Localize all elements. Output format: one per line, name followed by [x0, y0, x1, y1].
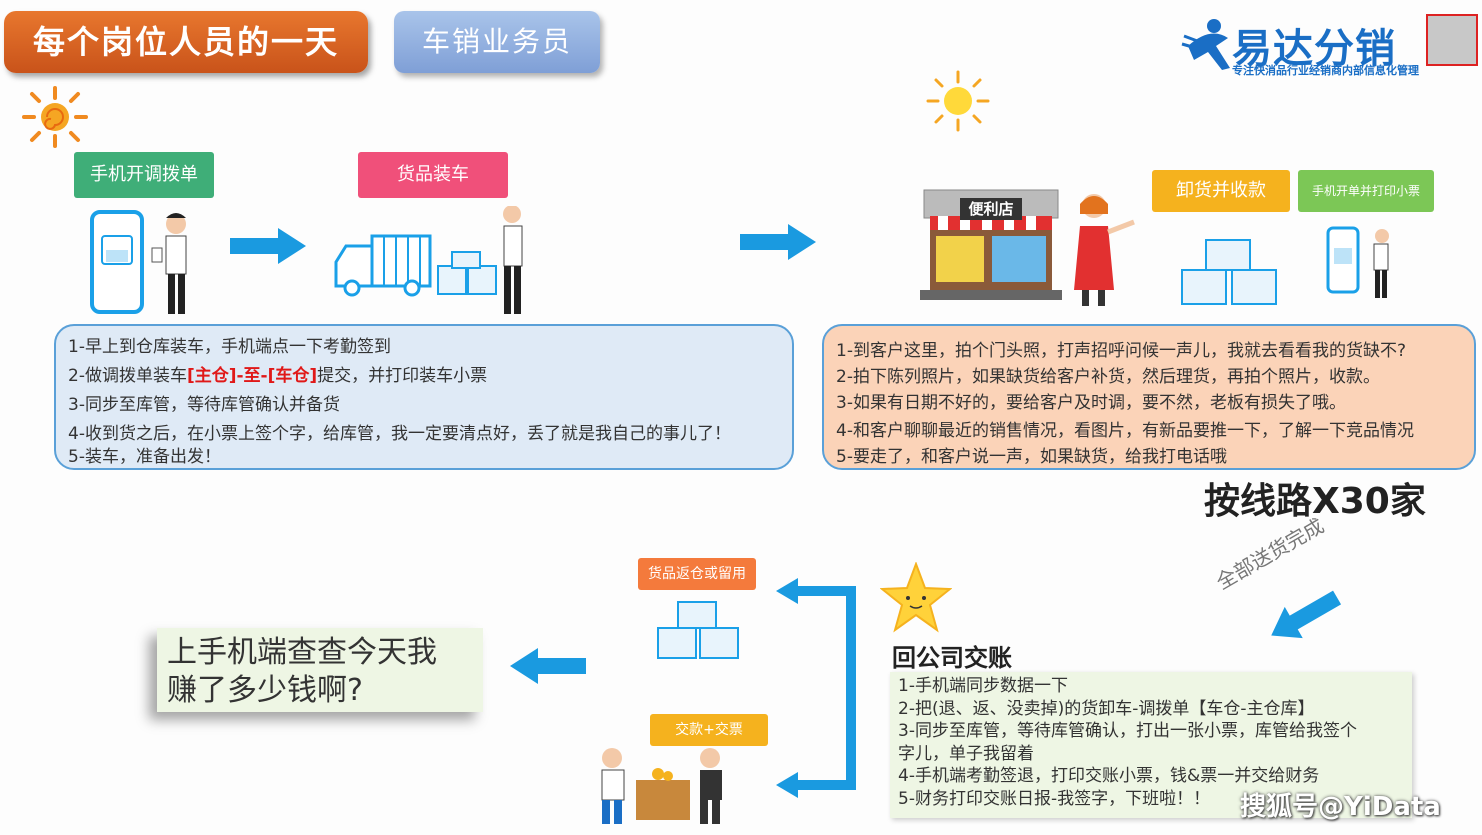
sun-icon [22, 86, 88, 148]
star-icon [880, 562, 952, 633]
chip-unload-collect: 卸货并收款 [1152, 170, 1290, 212]
morning-step-5: 5-装车，准备出发！ [68, 447, 221, 467]
role-tab[interactable]: 车销业务员 [394, 11, 600, 73]
payment-desk-illustration [601, 748, 722, 824]
visit-step-1: 1-到客户这里，拍个门头照，打声招呼问候一声儿，我就去看看我的货缺不? [836, 341, 1406, 361]
earnings-line-1: 上手机端查查今天我 [167, 635, 437, 670]
morning-steps-panel: 1-早上到仓库装车，手机端点一下考勤签到 2-做调拨单装车[主仓]-至-[车仓]… [54, 324, 794, 470]
truck-illustration [334, 206, 523, 314]
morning-step-3: 3-同步至库管，等待库管确认并备货 [68, 395, 340, 415]
settle-step-2: 2-把(退、返、没卖掉)的货卸车-调拨单【车仓-主仓库】 [898, 698, 1315, 719]
morning-step-4: 4-收到货之后，在小票上签个字，给库管，我一定要清点好，丢了就是我自己的事儿了！ [68, 424, 731, 444]
morning-step-1: 1-早上到仓库装车，手机端点一下考勤签到 [68, 337, 391, 357]
page-title: 每个岗位人员的一天 [4, 11, 368, 73]
boxes-illustration [657, 601, 739, 659]
store-sign: 便利店 [960, 198, 1022, 220]
settle-step-5: 5-财务打印交账日报-我签字，下班啦！！ [898, 788, 1211, 809]
visit-step-3: 3-如果有日期不好的，要给客户及时调，要不然，老板有损失了哦。 [836, 393, 1346, 413]
settle-step-4: 4-手机端考勤签退，打印交账小票，钱&票一并交给财务 [898, 766, 1320, 786]
bracket-connector [776, 578, 856, 798]
visit-step-5: 5-要走了，和客户说一声，如果缺货，给我打电话哦 [836, 447, 1227, 467]
settle-steps-box: 1-手机端同步数据一下 2-把(退、返、没卖掉)的货卸车-调拨单【车仓-主仓库】… [890, 672, 1412, 818]
chip-mobile-transfer: 手机开调拨单 [74, 152, 214, 198]
earnings-check-box: 上手机端查查今天我 赚了多少钱啊? [157, 628, 483, 712]
chip-load-goods: 货品装车 [358, 152, 508, 198]
watermark: 搜狐号@YiData [1240, 792, 1441, 822]
morning-step-2: 2-做调拨单装车[主仓]-至-[车仓]提交，并打印装车小票 [68, 361, 487, 386]
arrow-right-icon [740, 224, 816, 260]
visit-step-2: 2-拍下陈列照片，如果缺货给客户补货，然后理货，再拍个照片，收款。 [836, 367, 1380, 387]
visit-step-4: 4-和客户聊聊最近的销售情况，看图片，有新品要推一下，了解一下竞品情况 [836, 421, 1414, 441]
chip-pay-tickets: 交款+交票 [650, 714, 768, 746]
chip-mobile-print: 手机开单并打印小票 [1298, 170, 1434, 212]
settle-title: 回公司交账 [892, 644, 1012, 672]
chip-return-goods: 货品返仓或留用 [638, 558, 756, 590]
arrow-right-icon [230, 228, 306, 264]
phone-person-illustration [90, 210, 187, 314]
customer-visit-panel: 1-到客户这里，拍个门头照，打声招呼问候一声儿，我就去看看我的货缺不? 2-拍下… [822, 324, 1476, 470]
settle-step-3b: 字儿，单子我留着 [898, 743, 1034, 764]
sun-icon [926, 70, 990, 132]
logo-text: 易达分销 [1232, 26, 1396, 72]
boxes-illustration [1181, 239, 1277, 305]
morning-step-2-c: 提交，并打印装车小票 [317, 366, 488, 386]
runner-logo-icon [1181, 19, 1230, 70]
morning-step-2-a: 2-做调拨单装车 [68, 366, 187, 386]
logo-badge [1426, 14, 1478, 66]
settle-step-1: 1-手机端同步数据一下 [898, 676, 1068, 696]
shopkeeper-illustration [1074, 194, 1135, 306]
morning-step-2-warehouse: [主仓]-至-[车仓] [186, 366, 318, 386]
logo-tagline: 专注快消品行业经销商内部信息化管理 [1232, 64, 1419, 77]
settle-step-3: 3-同步至库管，等待库管确认，打出一张小票，库管给我签个 [898, 721, 1357, 741]
phone-person-illustration [1326, 226, 1389, 298]
arrow-down-left-icon [1271, 590, 1342, 639]
arrow-left-icon [510, 648, 586, 684]
earnings-line-2: 赚了多少钱啊? [167, 673, 363, 708]
route-label: 按线路X30家 [1204, 481, 1426, 522]
